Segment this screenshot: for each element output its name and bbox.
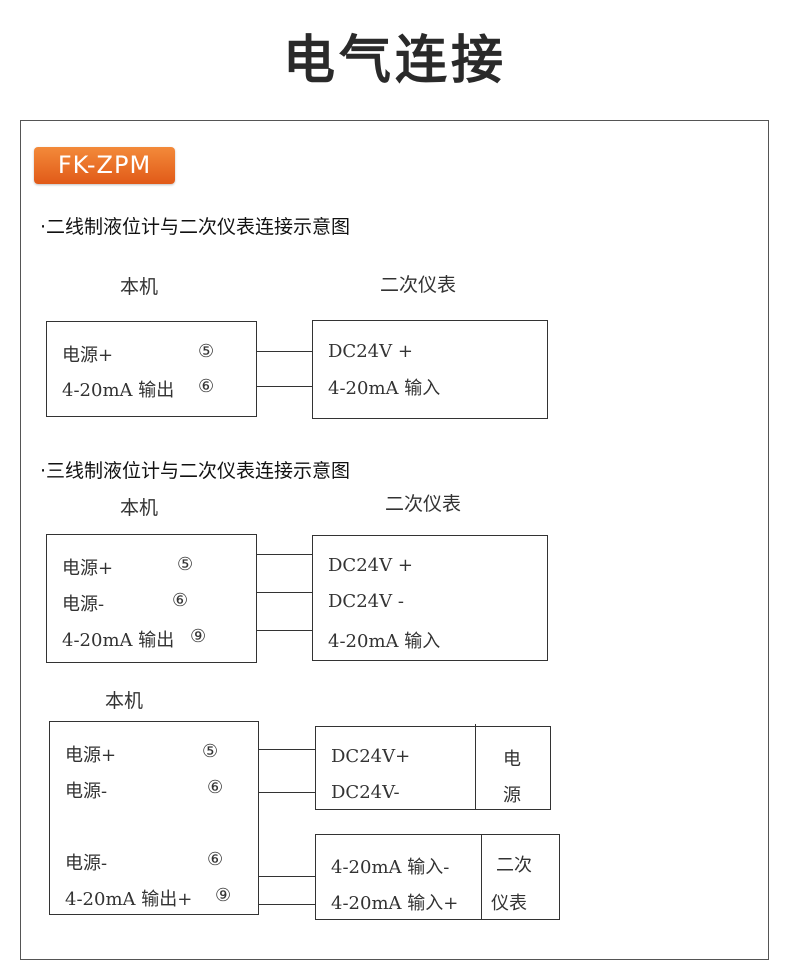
section3-device-row-terminal: ⑤ [202, 741, 219, 762]
section1-device-row-terminal: ⑤ [198, 341, 215, 362]
section2-device-row-text: 电源+ [62, 558, 114, 579]
section2-meter-row: DC24V - [328, 591, 404, 612]
wire [257, 351, 312, 352]
section1-right-label: 二次仪表 [380, 274, 457, 296]
page-title: 电气连接 [282, 31, 507, 91]
section3-device-row-text: 4-20mA 输出+ [65, 889, 193, 910]
section1-heading: ·二线制液位计与二次仪表连接示意图 [40, 216, 351, 238]
section1-device-row-text: 4-20mA 输出 [62, 380, 175, 401]
section2-heading: ·三线制液位计与二次仪表连接示意图 [40, 460, 351, 482]
section1-device-box [46, 321, 257, 417]
section3-device-row-terminal: ⑥ [207, 849, 224, 870]
section3-left-label: 本机 [105, 690, 144, 712]
section3-meter-box [315, 834, 560, 920]
section3-power-box [315, 726, 551, 810]
divider [481, 834, 482, 920]
section2-device-row-text: 4-20mA 输出 [62, 630, 175, 651]
section3-meter-side: 二次 [496, 855, 532, 876]
section3-device-row-terminal: ⑨ [215, 885, 232, 906]
wire [257, 554, 312, 555]
section1-meter-box [312, 320, 548, 419]
section3-device-row-text: 电源- [65, 781, 108, 802]
wire [259, 876, 315, 877]
section3-device-box [49, 721, 259, 915]
section2-device-row-terminal: ⑥ [172, 590, 189, 611]
section3-power-side: 电 [503, 749, 521, 770]
section3-power-row: DC24V+ [331, 746, 411, 767]
section1-meter-row: 4-20mA 输入 [328, 378, 441, 399]
divider [475, 724, 476, 810]
wire [257, 630, 312, 631]
section2-meter-row: DC24V + [328, 555, 413, 576]
section3-device-row-text: 电源+ [65, 745, 117, 766]
section2-right-label: 二次仪表 [385, 493, 462, 515]
section1-left-label: 本机 [120, 276, 159, 298]
section3-meter-row: 4-20mA 输入- [331, 857, 450, 878]
section1-device-row-terminal: ⑥ [198, 376, 215, 397]
section2-meter-row: 4-20mA 输入 [328, 631, 441, 652]
section3-device-row-text: 电源- [65, 853, 108, 874]
section2-meter-box [312, 535, 548, 661]
model-badge: FK-ZPM [34, 147, 175, 184]
wire [259, 749, 315, 750]
section2-device-box [46, 534, 257, 663]
section2-device-row-terminal: ⑨ [190, 626, 207, 647]
wire [259, 904, 315, 905]
wire [257, 386, 312, 387]
section3-meter-side: 仪表 [491, 893, 527, 914]
section2-device-row-text: 电源- [62, 594, 105, 615]
section1-device-row-text: 电源+ [62, 345, 114, 366]
wire [257, 592, 312, 593]
section2-left-label: 本机 [120, 497, 159, 519]
section3-device-row-terminal: ⑥ [207, 777, 224, 798]
section3-meter-row: 4-20mA 输入+ [331, 893, 459, 914]
section2-device-row-terminal: ⑤ [177, 554, 194, 575]
section1-meter-row: DC24V + [328, 341, 413, 362]
section3-power-row: DC24V- [331, 782, 400, 803]
wire [259, 792, 315, 793]
section3-power-side: 源 [503, 785, 521, 806]
